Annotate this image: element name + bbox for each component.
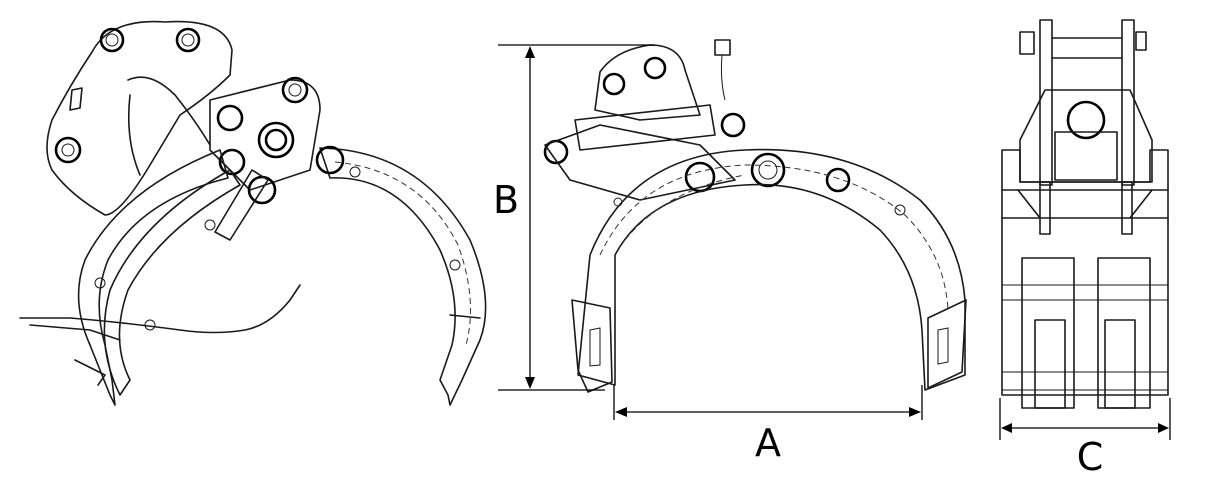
main-frame — [1001, 149, 1169, 396]
arch-jaw — [577, 148, 966, 391]
tine — [1021, 257, 1075, 409]
jaw-hole — [144, 319, 156, 331]
dimension-a-label: A — [755, 421, 781, 465]
link-arm — [127, 76, 211, 146]
jaw-hole — [449, 259, 461, 271]
rotator-body — [209, 79, 321, 191]
rotator-hub-inner — [758, 160, 778, 180]
jaw-hole — [94, 277, 106, 289]
mount-bolt — [643, 56, 667, 80]
pivot-pin — [720, 112, 746, 138]
link-arm — [127, 94, 141, 176]
mount-bolt-inner — [105, 33, 119, 47]
dimension-b-label: B — [493, 178, 519, 222]
grapple-perspective-view — [19, 20, 487, 406]
tine-tip — [29, 324, 121, 341]
jaw-weld-line — [334, 161, 471, 346]
inner-plate — [1039, 181, 1051, 235]
jaw-pivot — [315, 145, 345, 175]
dim-a-arrow-left — [615, 407, 627, 417]
bracket — [69, 87, 83, 111]
hydraulic-cylinder — [574, 104, 716, 151]
grapple-side-view: B A — [493, 39, 967, 465]
rotator-hub — [257, 121, 295, 159]
inner-plate — [1121, 181, 1133, 235]
pin-end — [1019, 31, 1035, 55]
pin-end — [1135, 31, 1147, 51]
tine-slot — [1104, 319, 1136, 409]
dimension-c-label: C — [1077, 435, 1104, 479]
rotator-block — [1054, 131, 1118, 181]
dim-b-arrow-bottom — [525, 377, 535, 389]
mount-bolt-inner — [181, 33, 195, 47]
right-jaw — [319, 147, 487, 406]
pivot-pin-inner — [288, 83, 302, 97]
pivot-pin — [216, 104, 244, 132]
hydraulic-cylinder — [214, 169, 269, 241]
head-bracket — [594, 44, 701, 121]
pivot-pin — [825, 167, 851, 193]
rotator-hub — [1066, 100, 1106, 140]
tooth-plate-left — [571, 299, 613, 393]
jaw-hole — [613, 197, 623, 207]
left-jaw-outer — [77, 149, 229, 406]
tine-slot — [1034, 319, 1066, 409]
jaw-weld-line — [624, 174, 746, 241]
tine-tip — [74, 359, 106, 386]
jaw-hole — [349, 166, 361, 178]
mount-bolt — [175, 27, 201, 53]
bracket-plate — [1121, 19, 1135, 186]
mount-bolt — [99, 27, 125, 53]
dim-b-arrow-top — [525, 46, 535, 58]
rotator-hub-inner — [264, 128, 288, 152]
bracket-plate — [1039, 19, 1053, 186]
tine-edge — [19, 284, 301, 334]
head-plate — [46, 20, 233, 216]
jaw-edge-plate — [449, 314, 481, 319]
grapple-front-view: C — [999, 19, 1171, 479]
gusset — [1017, 189, 1153, 219]
mount-bolt — [602, 72, 626, 96]
mount-bolt — [54, 136, 82, 164]
side-plate — [544, 124, 736, 201]
left-jaw-inner — [103, 169, 241, 396]
tooth-slot — [589, 327, 601, 367]
jaw-hole — [204, 219, 216, 231]
mount-bolt-inner — [61, 143, 75, 157]
jaw-hole — [894, 204, 906, 216]
rotator-hub — [750, 152, 786, 188]
dim-c-arrow-left — [1001, 423, 1012, 433]
pivot-pin — [281, 76, 309, 104]
tooth-slot — [937, 327, 949, 365]
dim-c-arrow-right — [1158, 423, 1169, 433]
hose-fitting — [714, 39, 731, 56]
tooth-plate-right — [927, 299, 967, 389]
jaw-weld-line — [599, 164, 949, 311]
hose — [720, 54, 726, 101]
dim-a-arrow-right — [909, 407, 921, 417]
